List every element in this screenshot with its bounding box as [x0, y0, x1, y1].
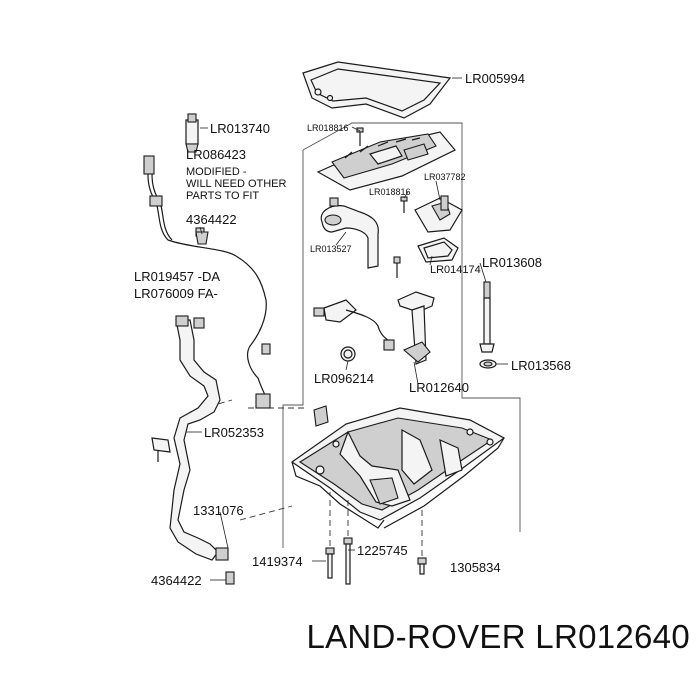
label-lr013740: LR013740 [210, 121, 270, 136]
dipstick-tube [397, 291, 435, 365]
label-lr018816-mid: LR018816 [369, 187, 411, 197]
label-4364422-top: 4364422 [186, 212, 237, 227]
clip-4364422-bottom [225, 571, 235, 585]
assembly-frame [282, 122, 521, 548]
label-lr076009: LR076009 FA- [134, 286, 218, 301]
label-lr052353: LR052353 [204, 425, 264, 440]
label-lr013568: LR013568 [511, 358, 571, 373]
label-1305834: 1305834 [450, 560, 501, 575]
oil-temp-sensor [313, 299, 395, 362]
lower-oil-pan [290, 405, 506, 529]
label-note-line-3: PARTS TO FIT [186, 190, 259, 202]
label-lr005994: LR005994 [465, 71, 525, 86]
oil-baffle-plate [316, 131, 456, 191]
label-lr012640: LR012640 [409, 380, 469, 395]
label-lr037782: LR037782 [424, 172, 466, 182]
label-4364422-bottom: 4364422 [151, 573, 202, 588]
stud-bolt [393, 256, 401, 278]
bolt-lr018816-mid [400, 196, 408, 213]
label-lr013527: LR013527 [310, 244, 352, 254]
brand-part-number: LAND-ROVER LR012640 [306, 618, 690, 655]
bolt-lr018816-top [356, 127, 364, 146]
o-ring-lr013568 [479, 359, 497, 369]
label-note-line-1: MODIFIED - [186, 166, 247, 178]
label-lr014174: LR014174 [430, 264, 481, 276]
oil-pump-plate [414, 195, 463, 233]
label-lr086423: LR086423 [186, 147, 246, 162]
oil-cooler-pipe [151, 315, 229, 561]
label-lr019457: LR019457 -DA [134, 269, 220, 284]
oil-pan-gasket [302, 61, 462, 119]
label-1225745: 1225745 [357, 543, 408, 558]
label-note-line-2: WILL NEED OTHER [186, 178, 286, 190]
seal-lr014174 [417, 237, 459, 263]
bolt-1419374 [325, 547, 335, 579]
label-lr018816-top: LR018816 [307, 123, 349, 133]
leader-lines [186, 126, 508, 581]
bolt-1305834 [417, 557, 427, 575]
bolt-1225745 [343, 537, 353, 585]
label-lr096214: LR096214 [314, 371, 374, 386]
label-1419374: 1419374 [252, 554, 303, 569]
clip-4364422-top [195, 231, 209, 245]
oil-pressure-sensor [185, 113, 199, 153]
label-1331076: 1331076 [193, 503, 244, 518]
label-lr013608: LR013608 [482, 255, 542, 270]
oil-level-sensor [479, 281, 495, 353]
oil-pickup-pipe [320, 197, 379, 269]
